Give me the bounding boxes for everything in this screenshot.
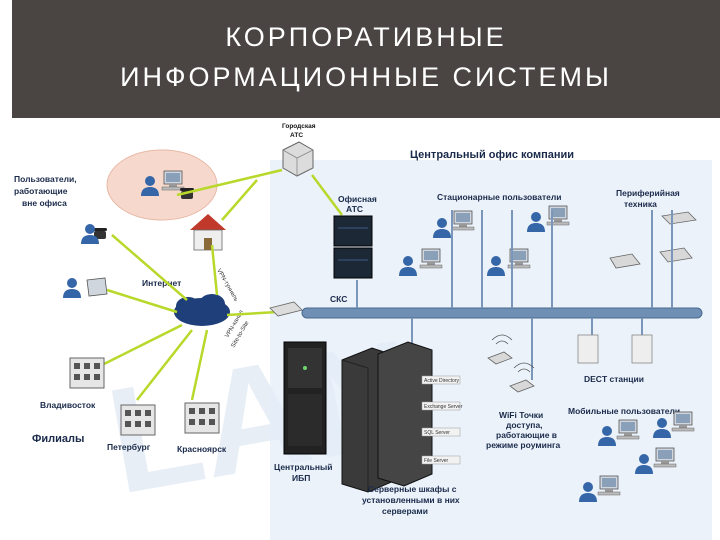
city-pbx-label-2: АТС: [290, 132, 303, 139]
city-pbx-label-1: Городская: [282, 123, 316, 130]
peripherals-label-1: Периферийная: [616, 188, 680, 198]
server-tags: [421, 375, 461, 465]
vladivostok-label: Владивосток: [40, 400, 96, 410]
remote-pc-icon: [161, 170, 185, 191]
title-line-2: ИНФОРМАЦИОННЫЕ СИСТЕМЫ: [120, 62, 612, 92]
petersburg-building-icon: [120, 404, 156, 436]
router-icon: [269, 301, 303, 317]
wifi-label-1: WiFi Точки: [499, 410, 543, 420]
branches-label: Филиалы: [32, 433, 84, 445]
mobile-users-label: Мобильные пользователи: [568, 406, 680, 416]
network-diagram: LAN Городская АТС Пользователи, работающ…: [12, 120, 712, 540]
internet-cloud-icon: [174, 294, 230, 326]
stationary-users-label: Стационарные пользователи: [437, 192, 562, 202]
title-banner: КОРПОРАТИВНЫЕ ИНФОРМАЦИОННЫЕ СИСТЕМЫ: [12, 0, 720, 118]
office-pbx-label-2: АТС: [346, 204, 363, 214]
remote-users-label-1: Пользователи,: [14, 174, 77, 184]
wifi-access-points: [487, 351, 535, 393]
central-ups-icon: [283, 341, 327, 455]
laptop-icon: [86, 277, 108, 297]
central-ups-label-1: Центральный: [274, 462, 333, 472]
peripherals-label-2: техника: [624, 199, 657, 209]
office-pbx-label-1: Офисная: [338, 194, 377, 204]
wireless-links: [101, 168, 343, 401]
central-office-label: Центральный офис компании: [410, 149, 574, 161]
bus-drops: [356, 210, 673, 380]
server-tag-2: Exchange Server: [424, 404, 463, 410]
peripheral-devices: [609, 211, 697, 269]
dect-stations-icon: [577, 334, 653, 364]
server-racks-icon: [341, 341, 433, 493]
internet-label: Интернет: [142, 278, 181, 288]
scs-label: СКС: [330, 294, 347, 304]
krasnoyarsk-label: Красноярск: [177, 444, 227, 454]
petersburg-label: Петербург: [107, 442, 151, 452]
krasnoyarsk-building-icon: [184, 402, 220, 434]
remote-users-label-2: работающие: [14, 186, 68, 196]
title-line-1: КОРПОРАТИВНЫЕ: [225, 22, 507, 52]
vladivostok-building-icon: [69, 357, 105, 389]
wifi-label-3: работающие в: [496, 430, 557, 440]
home-office-icon: [190, 214, 226, 251]
central-ups-label-2: ИБП: [292, 473, 310, 483]
server-racks-label-3: серверами: [382, 506, 428, 516]
server-racks-label-1: Серверные шкафы с: [368, 484, 457, 494]
remote-users-bubble: [106, 149, 218, 221]
remote-user-3-icon: [63, 278, 81, 298]
wifi-label-4: режиме роуминга: [486, 440, 561, 450]
server-tag-1: Active Directory: [424, 378, 460, 384]
server-tag-3: SQL Server: [424, 430, 450, 436]
wifi-signal-icon: [491, 334, 535, 373]
remote-users-label-3: вне офиса: [22, 198, 67, 208]
server-racks-label-2: установленными в них: [362, 495, 460, 505]
office-pbx-icon: [333, 215, 373, 279]
dect-label: DECT станции: [584, 374, 644, 384]
scs-bus: [301, 307, 703, 319]
server-tag-4: File Server: [424, 458, 449, 464]
city-pbx-icon: [282, 141, 314, 177]
wifi-label-2: доступа,: [506, 420, 543, 430]
